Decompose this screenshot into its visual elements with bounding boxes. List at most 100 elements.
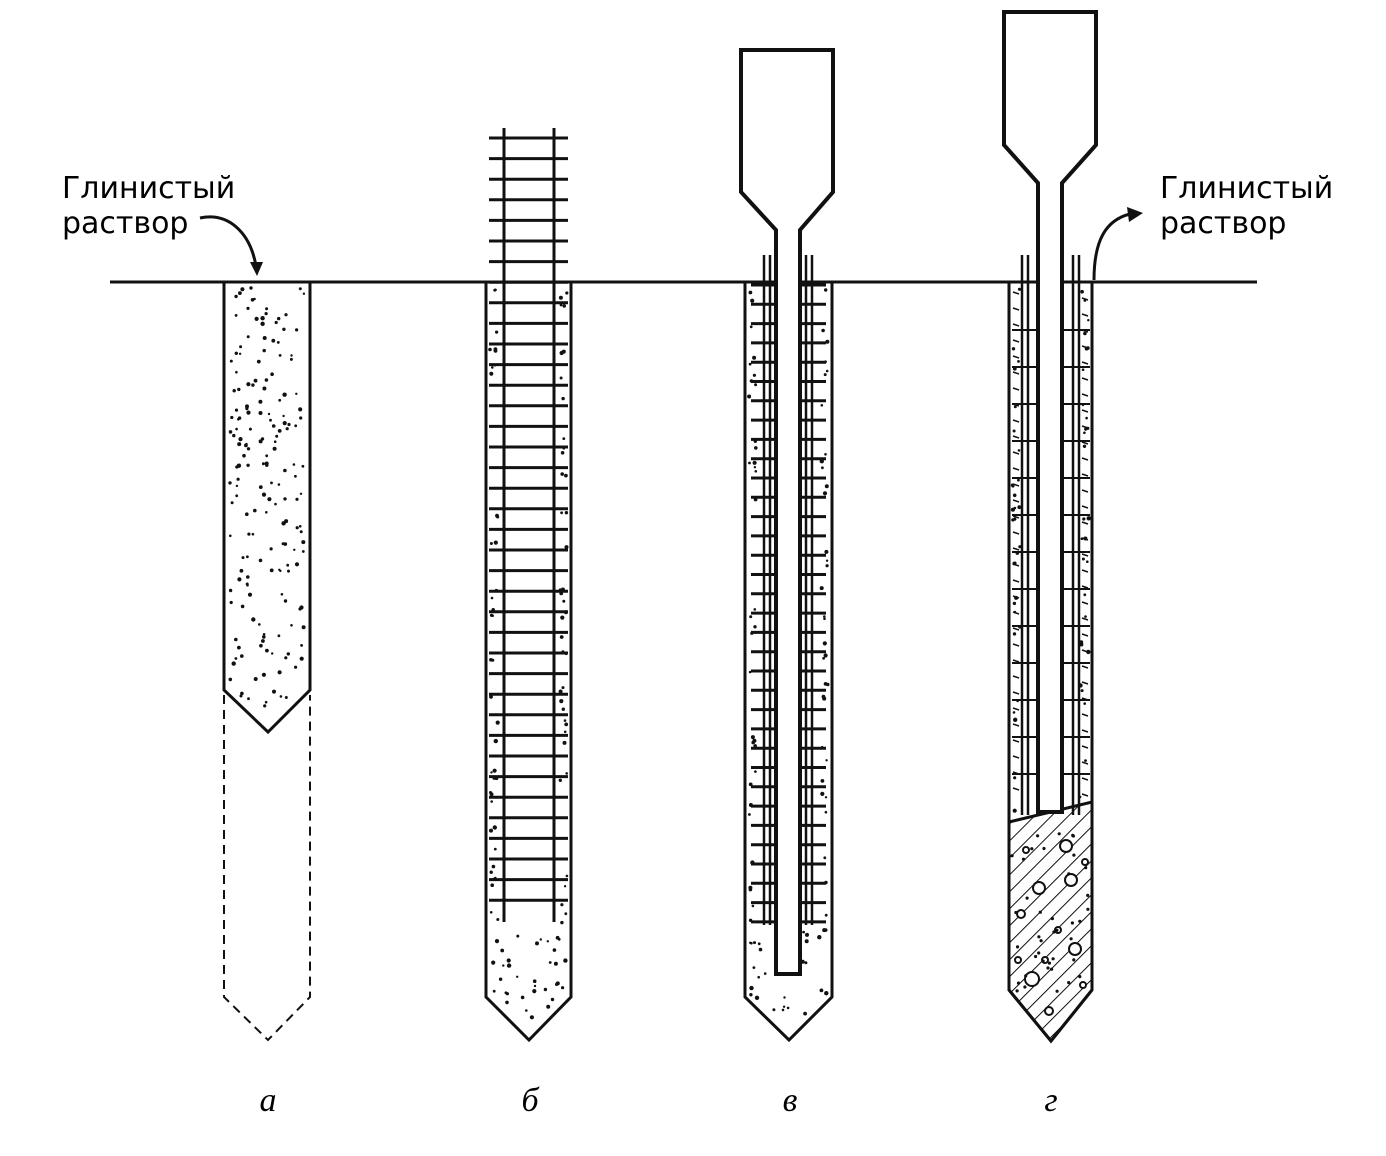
slurry-dot <box>289 357 293 361</box>
slurry-dot <box>279 695 283 698</box>
slurry-dot <box>747 394 752 399</box>
slurry-dot <box>555 981 560 986</box>
slurry-dot <box>298 525 302 528</box>
slurry-dot <box>495 720 500 725</box>
slurry-dot <box>562 304 566 308</box>
slurry-dot <box>819 988 824 993</box>
slurry-dot <box>246 410 251 415</box>
aggregate-grain <box>1086 907 1090 911</box>
slurry-dot <box>506 958 511 963</box>
slurry-dot <box>282 421 287 426</box>
slurry-dot <box>489 695 493 699</box>
slurry-dot <box>246 555 249 559</box>
slurry-dot <box>262 633 266 636</box>
slurry-mark <box>1081 489 1089 493</box>
slurry-mark <box>1012 451 1020 455</box>
left-callout-arrowhead <box>250 262 263 276</box>
slurry-dot <box>280 593 284 596</box>
slurry-dot <box>822 491 828 496</box>
slurry-dot <box>269 418 272 422</box>
slurry-dot <box>284 313 288 317</box>
slurry-dot <box>532 979 537 983</box>
aggregate-grain <box>1015 945 1020 949</box>
slurry-dot <box>491 366 494 369</box>
slurry-dot <box>228 677 233 682</box>
slurry-dot <box>488 347 492 352</box>
slurry-dot <box>749 325 753 329</box>
slurry-dot <box>821 694 826 699</box>
aggregate-grain <box>1046 966 1050 970</box>
slurry-dot <box>282 327 286 331</box>
slurry-dot <box>506 963 512 968</box>
slurry-dot <box>294 562 300 567</box>
slurry-mark <box>1012 739 1020 743</box>
slurry-dot <box>1083 331 1087 336</box>
slurry-dot <box>262 336 267 340</box>
aggregate-grain <box>1050 967 1054 971</box>
slurry-dot <box>803 1011 807 1016</box>
aggregate-grain <box>1015 989 1019 993</box>
slurry-dot <box>489 542 493 545</box>
slurry-dot <box>229 534 232 538</box>
aggregate-grain <box>1025 896 1029 900</box>
slurry-dot <box>238 352 242 355</box>
slurry-dot <box>749 615 753 619</box>
slurry-dot <box>748 813 751 816</box>
slurry-mark <box>1012 355 1020 359</box>
slurry-dot <box>1081 557 1085 561</box>
slurry-dot <box>245 512 249 516</box>
aggregate-grain <box>1071 833 1075 838</box>
slurry-dot <box>1086 516 1091 521</box>
slurry-dot <box>823 856 827 860</box>
slurry-dot <box>269 568 274 573</box>
aggregate-grain <box>1024 974 1028 978</box>
slurry-dot <box>748 887 753 892</box>
slurry-dot <box>235 427 238 431</box>
slurry-dot <box>489 870 493 874</box>
slurry-dot <box>281 542 285 546</box>
slurry-dot <box>239 345 243 349</box>
aggregate-grain <box>1037 951 1041 955</box>
slurry-mark <box>1081 313 1089 317</box>
slurry-dot <box>262 348 266 353</box>
slurry-dot <box>752 966 756 969</box>
slurry-dot <box>1084 346 1089 351</box>
slurry-dot <box>1083 593 1087 597</box>
slurry-dot <box>234 294 238 299</box>
slurry-dot <box>283 599 288 603</box>
aggregate-grain <box>1047 961 1051 965</box>
aggregate-grain <box>1010 854 1014 858</box>
slurry-mark <box>1012 307 1020 311</box>
slurry-dot <box>247 592 253 597</box>
aggregate-grain <box>1078 919 1082 923</box>
slurry-dot <box>493 738 498 744</box>
slurry-dot <box>258 623 261 626</box>
slurry-dot <box>772 1008 776 1012</box>
aggregate-grain <box>1051 957 1055 961</box>
slurry-dot <box>498 977 503 981</box>
aggregate-stone <box>1081 858 1089 866</box>
stage-a-slurry-dots <box>228 286 306 708</box>
slurry-dot <box>245 442 248 446</box>
slurry-dot <box>754 470 758 473</box>
slurry-dot <box>1013 506 1017 510</box>
slurry-dot <box>278 398 282 402</box>
right-callout-arrowhead <box>1127 207 1143 222</box>
slurry-dot <box>493 288 497 292</box>
aggregate-stone <box>1044 1006 1054 1016</box>
slurry-dot <box>493 540 498 545</box>
slurry-dot <box>1087 319 1090 322</box>
slurry-dot <box>299 656 304 661</box>
slurry-dot <box>550 997 555 1002</box>
slurry-dot <box>237 387 241 392</box>
aggregate-grain <box>1034 954 1038 959</box>
slurry-dot <box>302 292 306 295</box>
slurry-dot <box>241 556 245 560</box>
slurry-mark <box>1012 499 1020 503</box>
slurry-mark <box>1012 467 1020 471</box>
slurry-dot <box>261 462 265 466</box>
slurry-dot <box>294 424 298 428</box>
slurry-dot <box>489 911 493 914</box>
slurry-dot <box>565 772 568 775</box>
slurry-dot <box>495 330 499 334</box>
